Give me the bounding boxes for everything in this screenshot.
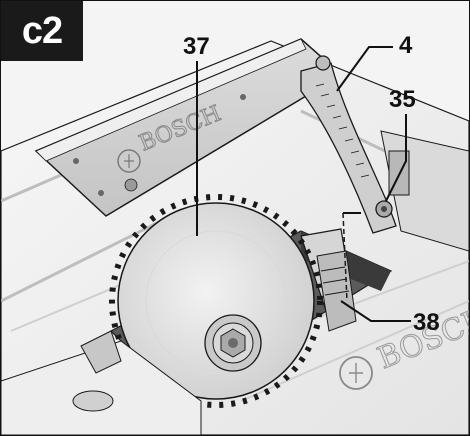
callout-leaders <box>196 46 411 322</box>
arbor-nut-icon <box>204 314 262 372</box>
bosch-logo-icon <box>117 149 373 390</box>
callout-4: 4 <box>399 32 413 59</box>
callout-38: 38 <box>413 309 440 336</box>
table-front <box>1 330 202 435</box>
riving-knife <box>300 212 357 332</box>
figure-label: c2 <box>1 1 83 61</box>
callout-37: 37 <box>183 33 210 60</box>
callout-35: 35 <box>389 86 416 113</box>
saw-blade-icon <box>109 194 323 408</box>
angle-scale-icon <box>300 55 397 234</box>
